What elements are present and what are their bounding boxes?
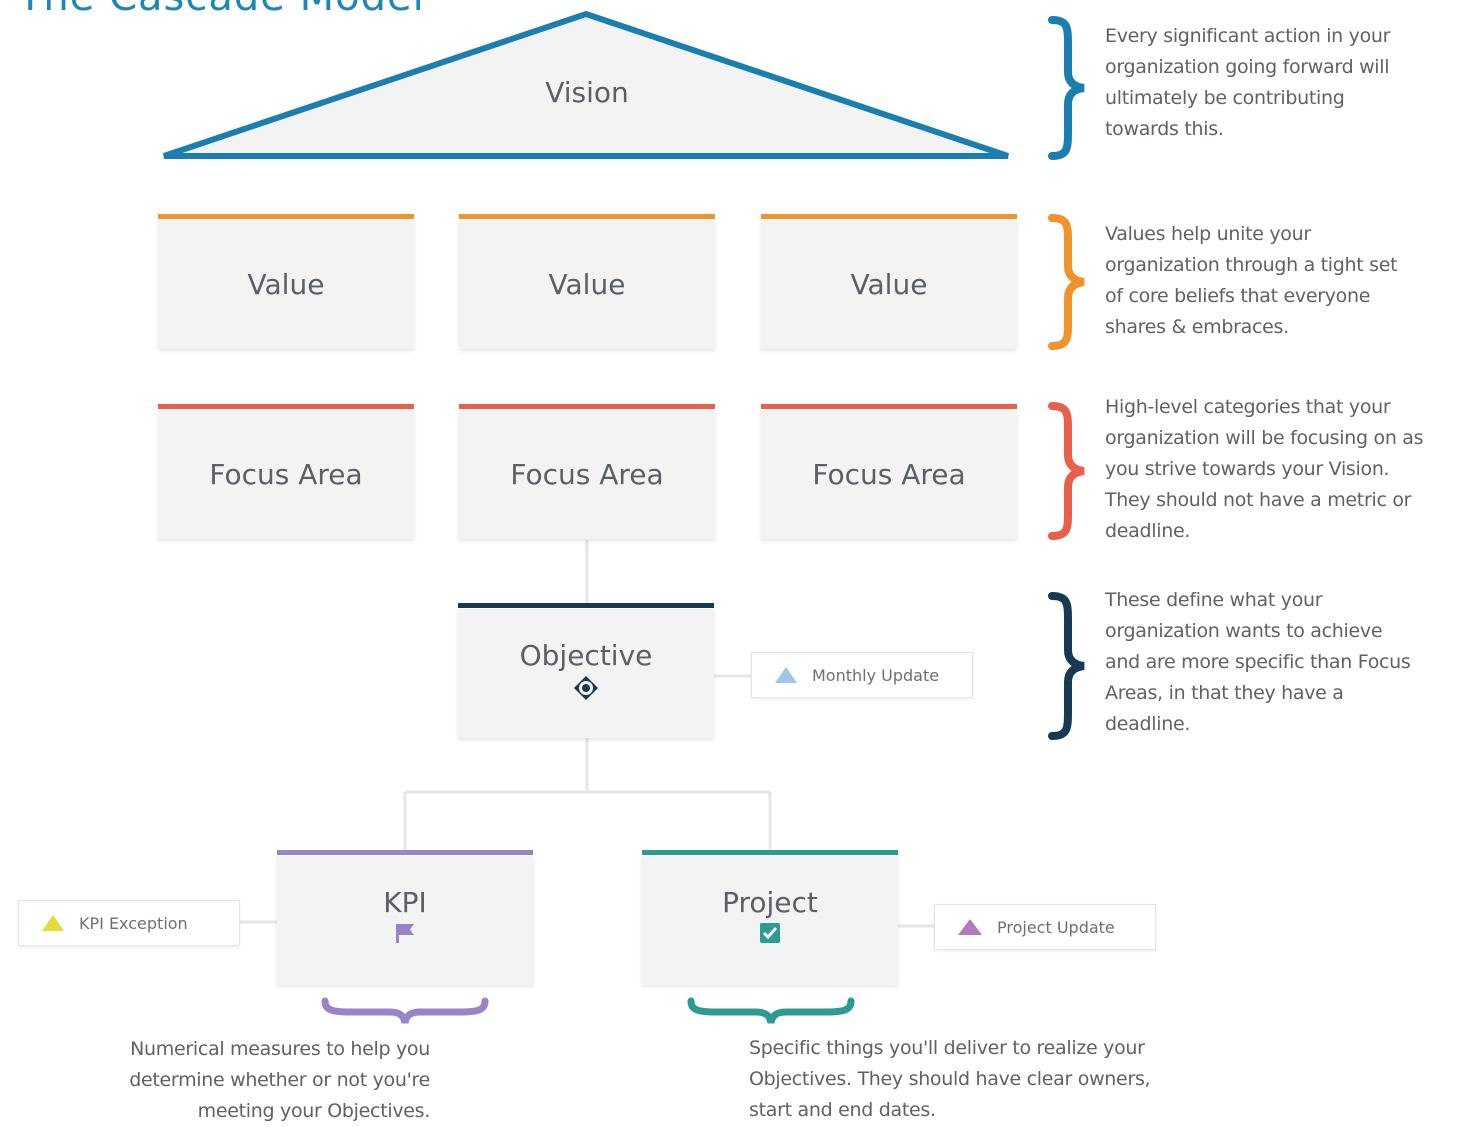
value-card-bar [761,214,1017,219]
focus-area-card-bar [459,404,715,409]
objective-label: Objective [519,639,653,672]
description-line: start and end dates. [749,1099,936,1121]
description-line: of core beliefs that everyone [1105,285,1371,307]
kpi-exception-label: KPI Exception [79,913,188,933]
values-brace [1048,214,1085,350]
kpi-card: KPI [277,850,533,985]
project-update-label: Project Update [997,917,1115,937]
flag-icon [393,921,417,949]
description-line: Numerical measures to help you [130,1038,430,1060]
description-line: you strive towards your Vision. [1105,458,1390,480]
kpi-card-bar [277,850,533,855]
description-line: meeting your Objectives. [197,1100,431,1122]
focus-area-card-2: Focus Area [459,404,715,539]
focus-area-card-3: Focus Area [761,404,1017,539]
description-line: organization wants to achieve [1105,620,1383,642]
focus-area-card-1: Focus Area [158,404,414,539]
objective-card: Objective [458,603,714,738]
focus-area-card-bar [761,404,1017,409]
project-card-bar [642,850,898,855]
description-line: ultimately be contributing [1105,87,1345,109]
project-update-tag[interactable]: Project Update [934,904,1156,950]
description-line: towards this. [1105,118,1224,140]
warning-triangle-icon [775,667,797,683]
project-brace [687,997,855,1024]
value-card-label: Value [548,268,626,301]
kpi-brace [321,997,489,1024]
value-card-label: Value [247,268,325,301]
description-line: deadline. [1105,713,1191,735]
kpi-exception-tag[interactable]: KPI Exception [18,900,240,946]
value-card-3: Value [761,214,1017,349]
value-card-2: Value [459,214,715,349]
kpi-label: KPI [383,886,427,919]
vision-brace [1048,16,1085,160]
target-icon [572,674,600,706]
checkbox-icon [758,921,782,949]
diagram-title: The Cascade Model [18,0,425,20]
description-line: Values help unite your [1105,223,1311,245]
warning-triangle-icon [958,919,982,935]
objective-brace [1048,592,1085,740]
description-line: organization going forward will [1105,56,1390,78]
vision-label: Vision [545,76,629,109]
value-card-1: Value [158,214,414,349]
description-line: They should not have a metric or [1105,489,1412,511]
focus-brace [1048,402,1085,540]
monthly-update-label: Monthly Update [812,665,940,685]
focus-area-card-bar [158,404,414,409]
description-line: deadline. [1105,520,1191,542]
description-line: organization will be focusing on as [1105,427,1424,449]
values-description: Values help unite your organization thro… [1105,219,1398,343]
project-label: Project [722,886,818,919]
objective-description: These define what your organization want… [1105,585,1411,740]
vision-triangle [163,10,1009,159]
value-card-bar [459,214,715,219]
kpi-description: Numerical measures to help you determine… [60,1034,430,1127]
description-line: Specific things you'll deliver to realiz… [749,1037,1145,1059]
project-card: Project [642,850,898,985]
vision-description: Every significant action in your organiz… [1105,21,1391,145]
description-line: These define what your [1105,589,1323,611]
description-line: and are more specific than Focus [1105,651,1411,673]
value-card-label: Value [850,268,928,301]
focus-area-card-label: Focus Area [209,458,363,491]
description-line: shares & embraces. [1105,316,1289,338]
description-line: Areas, in that they have a [1105,682,1344,704]
description-line: Objectives. They should have clear owner… [749,1068,1151,1090]
project-description: Specific things you'll deliver to realiz… [749,1033,1151,1126]
description-line: High-level categories that your [1105,396,1391,418]
focus-area-card-label: Focus Area [510,458,664,491]
description-line: Every significant action in your [1105,25,1391,47]
focus-area-card-label: Focus Area [812,458,966,491]
monthly-update-tag[interactable]: Monthly Update [751,652,973,698]
value-card-bar [158,214,414,219]
objective-card-bar [458,603,714,608]
focus-description: High-level categories that your organiza… [1105,392,1424,547]
warning-triangle-icon [42,915,64,931]
description-line: organization through a tight set [1105,254,1398,276]
description-line: determine whether or not you're [129,1069,430,1091]
